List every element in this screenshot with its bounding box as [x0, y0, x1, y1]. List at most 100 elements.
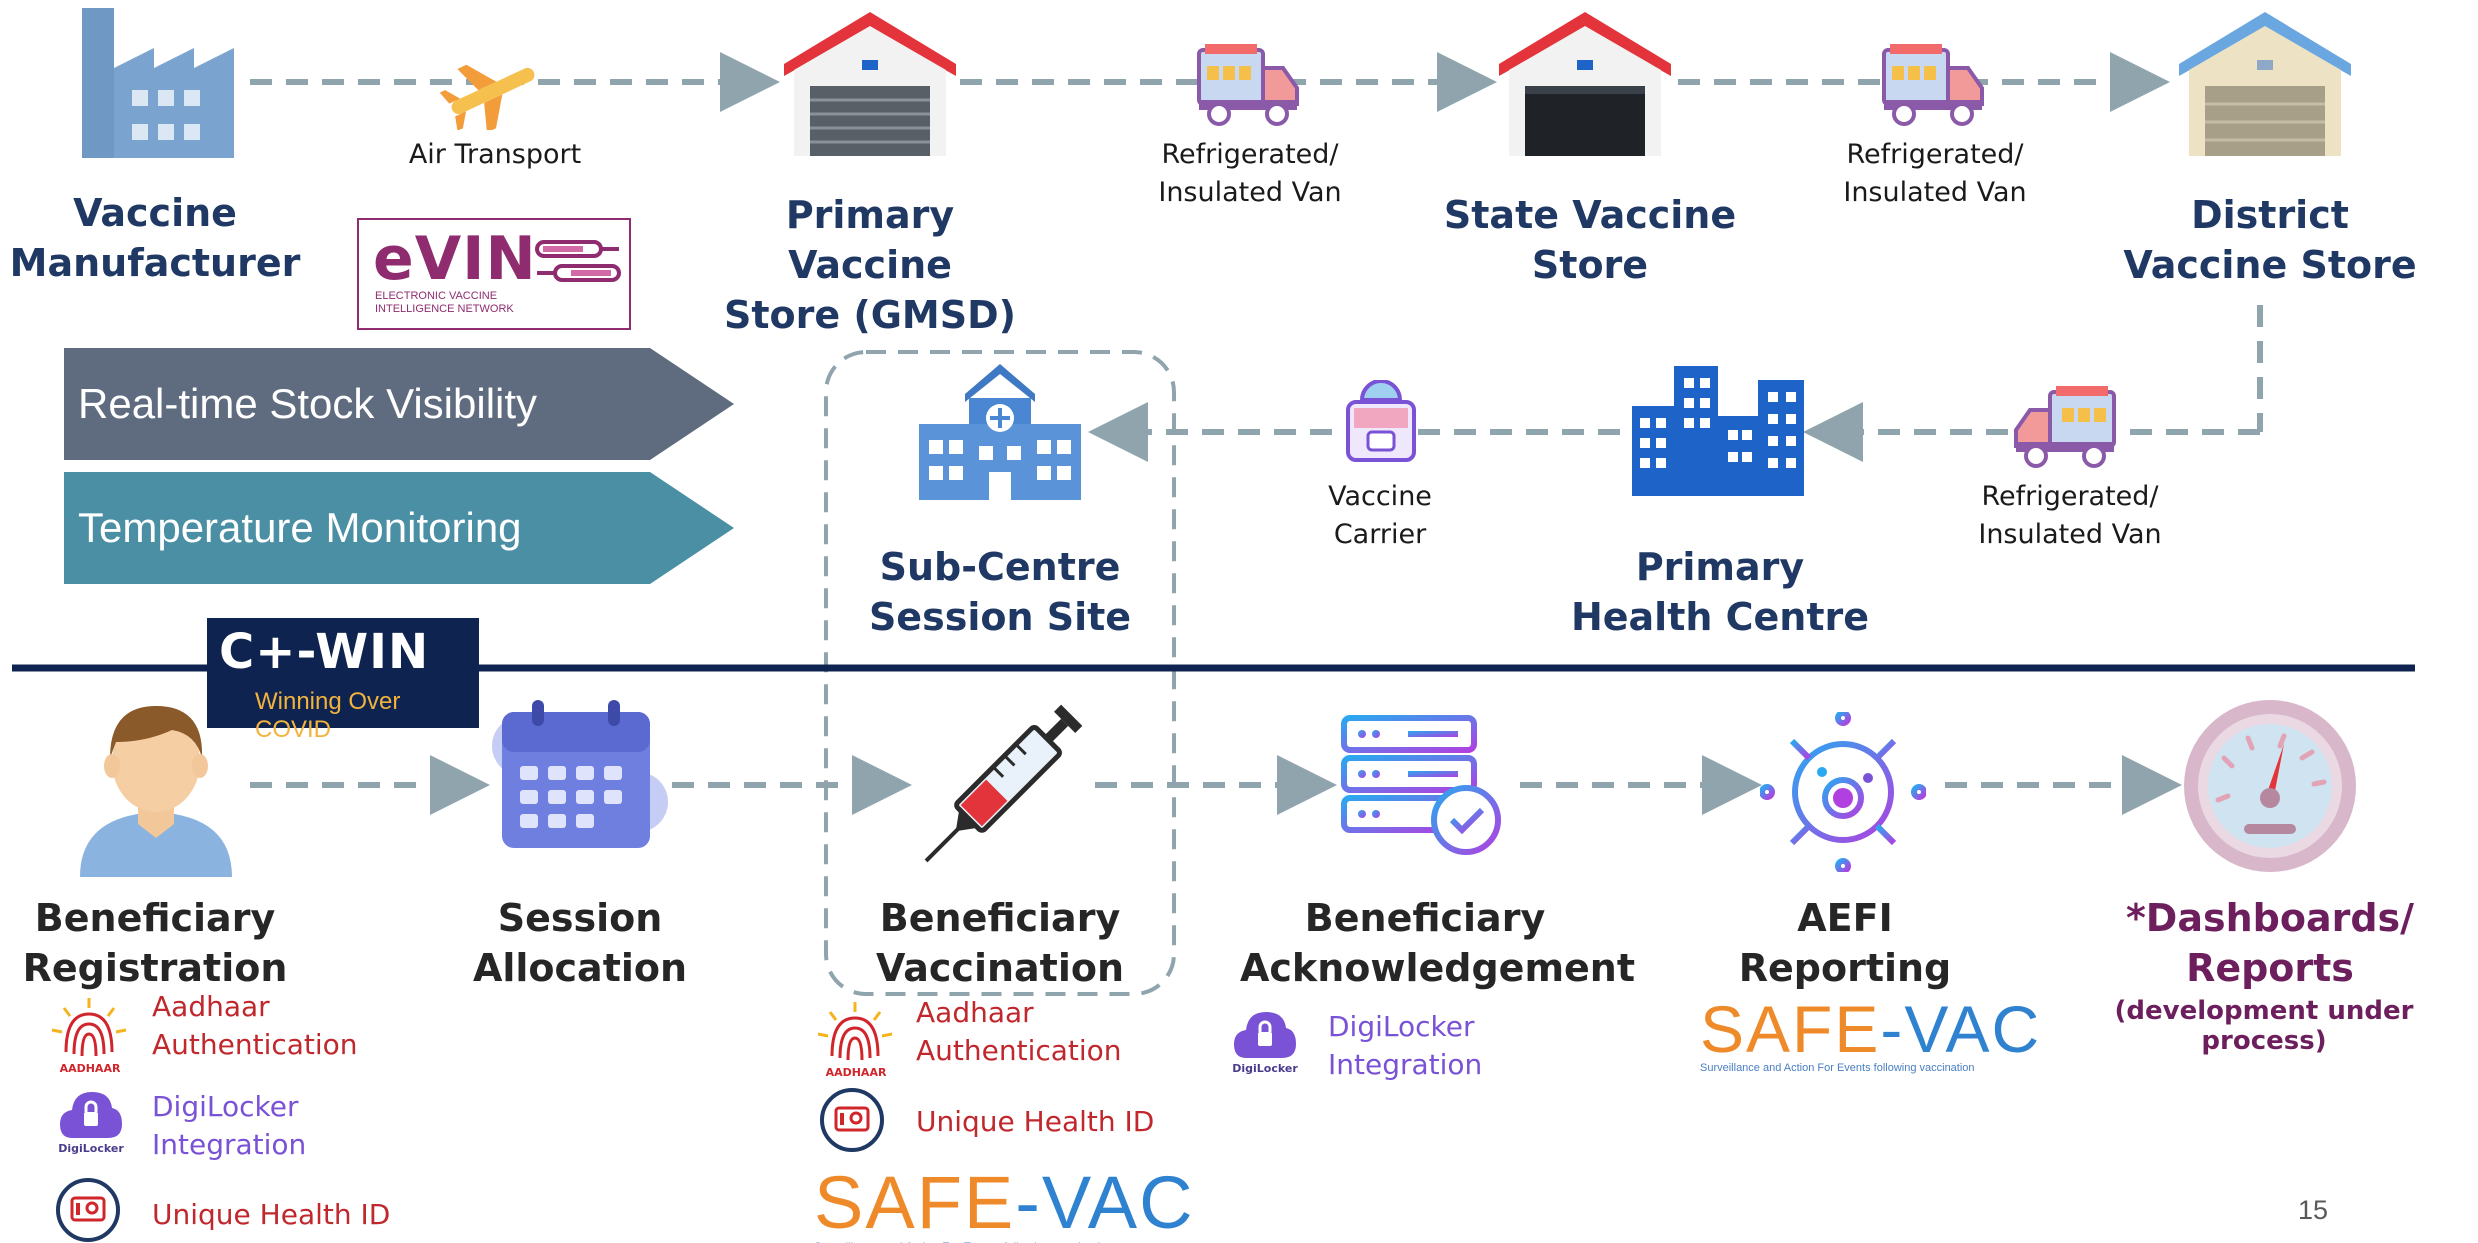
reg-digilocker-link[interactable]: DigiLocker Integration: [152, 1088, 306, 1164]
vac-uhid-link[interactable]: Unique Health ID: [916, 1105, 1155, 1138]
hospital-icon: [919, 364, 1081, 500]
primary-store-label-line2: Store (GMSD): [723, 293, 1017, 337]
ack-digilocker-link[interactable]: DigiLocker Integration: [1328, 1008, 1482, 1084]
evin-tagline-line1: ELECTRONIC VACCINE: [375, 290, 498, 302]
sub-centre-label: Sub-Centre Session Site: [860, 542, 1140, 642]
aefi-label: AEFI Reporting: [1720, 893, 1970, 993]
dashboard-gauge-icon: [2184, 700, 2356, 872]
van2-label-line2: Insulated Van: [1843, 177, 2027, 208]
carrier-label-line1: Vaccine: [1328, 481, 1432, 512]
vaccination-label-line1: Beneficiary: [879, 896, 1121, 940]
dashboards-note: (development under process): [2114, 996, 2414, 1056]
database-check-icon: [1341, 715, 1501, 855]
page-number: 15: [2298, 1195, 2329, 1225]
acknowledgement-label-line2: Acknowledgement: [1240, 946, 1636, 990]
aadhaar-logo-text: AADHAAR: [59, 1062, 121, 1075]
cowin-brand: C+-WIN: [219, 624, 430, 680]
safevac-logo: SAFE-VAC Surveillance and Action For Eve…: [1700, 996, 2041, 1074]
reg-aadhaar-line1: Aadhaar: [152, 990, 270, 1023]
dashboards-label-line2: Reports: [2186, 946, 2354, 990]
evin-brand: eVIN: [373, 224, 537, 294]
delivery-van-icon: [1882, 44, 1984, 126]
van3-label-line1: Refrigerated/: [1981, 481, 2159, 512]
allocation-label: Session Allocation: [440, 893, 720, 993]
digilocker-logo-text: DigiLocker: [58, 1142, 124, 1155]
warehouse-icon: [2179, 12, 2351, 156]
cowin-tagline: Winning Over COVID: [255, 688, 401, 743]
van3-label-line2: Insulated Van: [1978, 519, 2162, 550]
reg-aadhaar-link[interactable]: Aadhaar Authentication: [152, 988, 358, 1064]
phc-label: Primary Health Centre: [1560, 542, 1880, 642]
van1-label-line1: Refrigerated/: [1161, 139, 1339, 170]
temperature-monitoring-banner: Temperature Monitoring: [78, 504, 522, 551]
acknowledgement-label-line1: Beneficiary: [1304, 896, 1546, 940]
sub-centre-label-line1: Sub-Centre: [879, 545, 1121, 589]
reg-digilocker-line1: DigiLocker: [152, 1090, 299, 1123]
safevac-wordmark: SAFE-VAC: [814, 1166, 1195, 1240]
manufacturer-label-line2: Manufacturer: [9, 241, 301, 285]
user-avatar-icon: [80, 706, 232, 877]
aefi-label-line2: Reporting: [1738, 946, 1952, 990]
warehouse-icon: [784, 12, 956, 156]
air-transport-label: Air Transport: [408, 139, 582, 170]
safevac-tagline: Surveillance and Action For Events follo…: [1700, 1062, 1975, 1074]
ack-digilocker-line1: DigiLocker: [1328, 1010, 1475, 1043]
safevac-part2: -VAC: [1880, 992, 2042, 1066]
van3-label: Refrigerated/ Insulated Van: [1935, 478, 2205, 554]
safevac-tagline: Surveillance and Action For Events follo…: [814, 1240, 1195, 1243]
safevac-logo: SAFE-VAC Surveillance and Action For Eve…: [814, 1166, 1195, 1243]
carrier-label-line2: Carrier: [1333, 519, 1427, 550]
van2-label: Refrigerated/ Insulated Van: [1800, 136, 2070, 212]
banner-shapes: [64, 348, 734, 584]
cowin-logo: C+-WIN Winning Over COVID: [207, 618, 479, 743]
health-id-icon: [56, 1178, 120, 1242]
vaccination-label-line2: Vaccination: [875, 946, 1125, 990]
dashboards-label: *Dashboards/ Reports: [2110, 893, 2430, 993]
reg-uhid-link[interactable]: Unique Health ID: [152, 1198, 391, 1231]
syringe-icon: [924, 704, 1083, 863]
vac-aadhaar-line1: Aadhaar: [916, 996, 1034, 1029]
registration-label: Beneficiary Registration: [0, 893, 310, 993]
delivery-van-icon: [1197, 44, 1299, 126]
registration-label-line2: Registration: [22, 946, 288, 990]
registration-label-line1: Beneficiary: [34, 896, 276, 940]
district-store-label-line1: District: [2191, 193, 2349, 237]
vac-aadhaar-line2: Authentication: [916, 1034, 1122, 1067]
vac-aadhaar-link[interactable]: Aadhaar Authentication: [916, 994, 1122, 1070]
reg-aadhaar-line2: Authentication: [152, 1028, 358, 1061]
stock-visibility-banner: Real-time Stock Visibility: [78, 380, 538, 427]
manufacturer-label: Vaccine Manufacturer: [0, 188, 310, 288]
health-id-icon: [820, 1088, 884, 1152]
session-site-dashed-frame: [824, 350, 1176, 996]
district-store-label: District Vaccine Store: [2120, 190, 2420, 290]
safevac-part2: -VAC: [1015, 1161, 1195, 1243]
vaccination-label: Beneficiary Vaccination: [850, 893, 1150, 993]
evin-tagline: ELECTRONIC VACCINE INTELLIGENCE NETWORK: [375, 290, 575, 316]
aadhaar-logo-icon: [817, 1002, 893, 1061]
acknowledgement-label: Beneficiary Acknowledgement: [1240, 893, 1636, 993]
evin-vial-icon: [535, 240, 621, 282]
aadhaar-logo-icon: [51, 998, 127, 1057]
carrier-label: Vaccine Carrier: [1290, 478, 1470, 554]
primary-store-label: Primary Vaccine Store (GMSD): [700, 190, 1040, 340]
safevac-part1: SAFE: [1700, 992, 1881, 1066]
evin-logo: eVIN ELECTRONIC VACCINE INTELLIGENCE NET…: [357, 218, 631, 330]
phc-label-line1: Primary: [1635, 545, 1805, 589]
delivery-van-icon: [2014, 386, 2116, 468]
warehouse-icon: [1499, 12, 1671, 156]
airplane-icon: [440, 64, 535, 130]
van1-label: Refrigerated/ Insulated Van: [1115, 136, 1385, 212]
ack-digilocker-line2: Integration: [1328, 1048, 1483, 1081]
evin-tagline-line2: INTELLIGENCE NETWORK: [375, 303, 514, 315]
manufacturer-label-line1: Vaccine: [73, 191, 237, 235]
van1-label-line2: Insulated Van: [1158, 177, 1342, 208]
temperature-banner-shape: [64, 472, 734, 584]
digilocker-logo-icon: [1234, 1012, 1296, 1058]
allocation-label-line2: Allocation: [472, 946, 688, 990]
vaccine-carrier-icon: [1346, 380, 1416, 462]
buildings-icon: [1632, 366, 1804, 496]
primary-store-label-line1: Primary Vaccine: [785, 193, 955, 287]
district-store-label-line2: Vaccine Store: [2123, 243, 2417, 287]
van2-label-line1: Refrigerated/: [1846, 139, 2024, 170]
